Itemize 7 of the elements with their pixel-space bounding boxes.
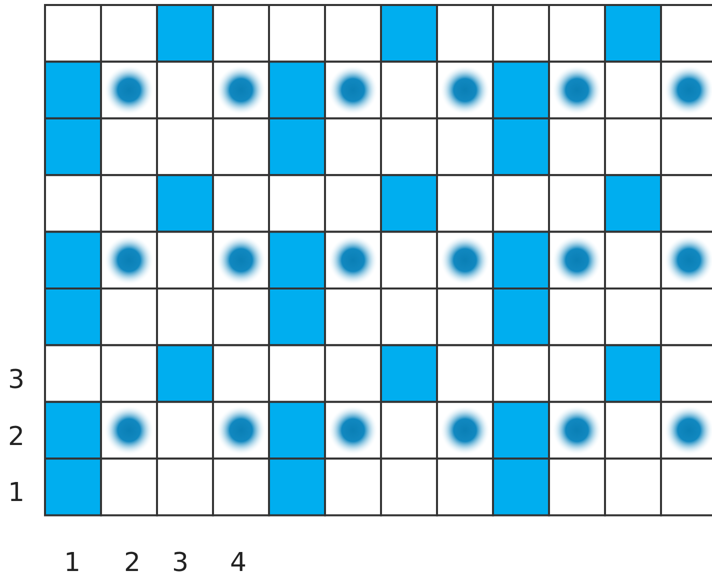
row-number: 1	[8, 478, 25, 508]
column-number: 3	[172, 548, 189, 578]
row-number: 3	[8, 365, 25, 395]
column-number: 1	[64, 548, 81, 578]
column-number: 4	[230, 548, 247, 578]
row-number: 2	[8, 422, 25, 452]
column-number: 2	[124, 548, 141, 578]
